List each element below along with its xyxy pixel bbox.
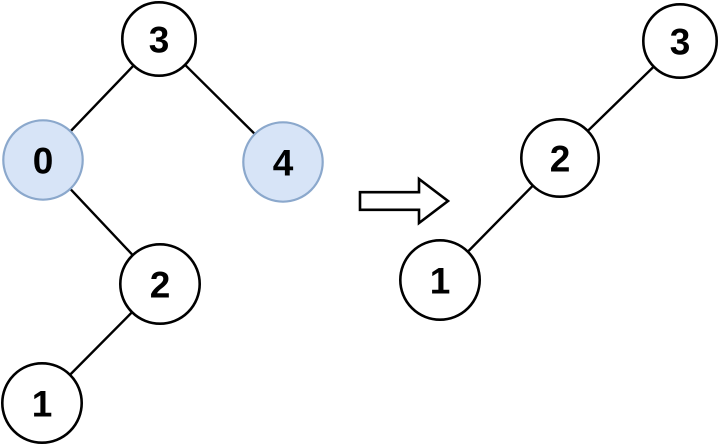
- tree-edge-L3-L4: [184, 63, 256, 136]
- tree-node-R2[interactable]: 2: [519, 118, 600, 199]
- node-label-L1: 1: [32, 384, 53, 425]
- node-circle-R3[interactable]: [641, 2, 718, 80]
- tree-node-R3[interactable]: 3: [641, 2, 718, 80]
- node-circle-L1[interactable]: [0, 361, 84, 444]
- node-circle-L4-highlighted[interactable]: [242, 121, 324, 203]
- tree-node-L3[interactable]: 3: [121, 0, 198, 78]
- arrow-right-icon: [358, 176, 451, 226]
- node-circle-L2[interactable]: [119, 243, 202, 326]
- tree-edge-L0-L2: [69, 187, 134, 257]
- node-circle-L0-highlighted[interactable]: [2, 119, 84, 201]
- tree-edge-R3-R2: [586, 65, 655, 132]
- node-circle-L3[interactable]: [121, 0, 198, 78]
- tree-edge-L3-L0: [69, 64, 135, 133]
- tree-edge-L2-L1: [68, 311, 134, 376]
- tree-node-L0[interactable]: 0: [2, 119, 84, 201]
- before-tree-nodes: 3 0 4 2 1: [0, 0, 324, 444]
- node-label-R2: 2: [550, 139, 571, 180]
- node-circle-R1[interactable]: [398, 239, 481, 322]
- after-tree-nodes: 3 2 1: [398, 2, 718, 322]
- tree-node-R1[interactable]: 1: [398, 239, 481, 322]
- after-tree-edges: [466, 65, 655, 253]
- tree-node-L2[interactable]: 2: [119, 243, 202, 326]
- node-label-L3: 3: [149, 20, 170, 61]
- node-label-L2: 2: [150, 265, 171, 306]
- node-label-R3: 3: [670, 22, 691, 63]
- node-label-R1: 1: [430, 261, 451, 302]
- tree-edge-R2-R1: [466, 184, 534, 253]
- node-circle-R2[interactable]: [519, 118, 600, 199]
- before-tree-edges: [68, 63, 256, 376]
- tree-node-L4[interactable]: 4: [242, 121, 324, 203]
- tree-node-L1[interactable]: 1: [0, 361, 84, 444]
- node-label-L0: 0: [33, 141, 54, 182]
- node-label-L4: 4: [273, 143, 294, 184]
